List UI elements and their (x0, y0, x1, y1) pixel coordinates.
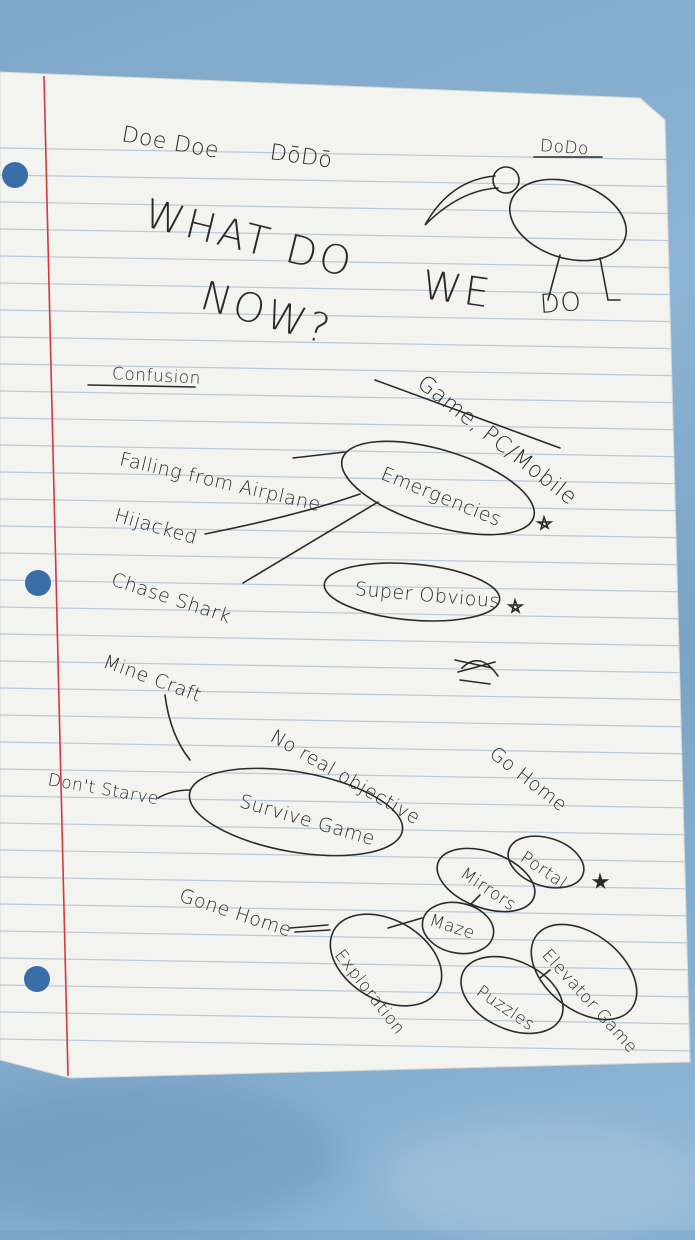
star-icon (591, 872, 610, 889)
game-underline (374, 379, 561, 449)
punch-hole-bottom (24, 966, 50, 992)
paper-sheet (0, 71, 691, 1079)
scribble-mark (454, 659, 499, 685)
falling-connector (292, 451, 346, 459)
sheet-fold-shadow (0, 1080, 340, 1230)
sheet-fold-highlight (380, 1120, 695, 1240)
do-drawn-label: DO (538, 287, 583, 320)
survive-game-bubble (188, 767, 404, 857)
punch-hole-middle (25, 570, 51, 596)
exploration-bubble (329, 913, 443, 1007)
we-heading: WE (418, 262, 496, 318)
elevator-game-bubble (530, 923, 638, 1021)
dodo-head (492, 166, 520, 194)
star-icon (535, 514, 554, 531)
star-icon (506, 597, 525, 614)
mirrors-bubble (436, 847, 536, 913)
confusion-underline (87, 384, 196, 388)
gone-home-connector (289, 924, 329, 929)
elevator-connector (539, 969, 551, 979)
dodo-body (508, 178, 628, 262)
mirrors-maze-connector (469, 894, 481, 906)
portal-bubble (507, 835, 585, 889)
shark-connector (242, 501, 379, 584)
maze-bubble (421, 901, 495, 955)
punch-hole-top (2, 162, 28, 188)
dont-starve-connector (157, 789, 191, 799)
emergencies-bubble (340, 440, 536, 536)
margin-line (43, 75, 69, 1077)
dodo-beak (424, 175, 499, 226)
dodo-legs (547, 254, 621, 301)
star-marks (506, 514, 610, 889)
super-obvious-bubble (323, 562, 501, 622)
minecraft-connector (164, 694, 191, 761)
dodo-label: DoDo (539, 136, 590, 160)
ink-sketches (87, 156, 638, 1035)
gone-home-underline (294, 929, 331, 933)
maze-connector (387, 917, 423, 929)
hijacked-connector (204, 493, 361, 535)
puzzles-bubble (460, 955, 564, 1035)
